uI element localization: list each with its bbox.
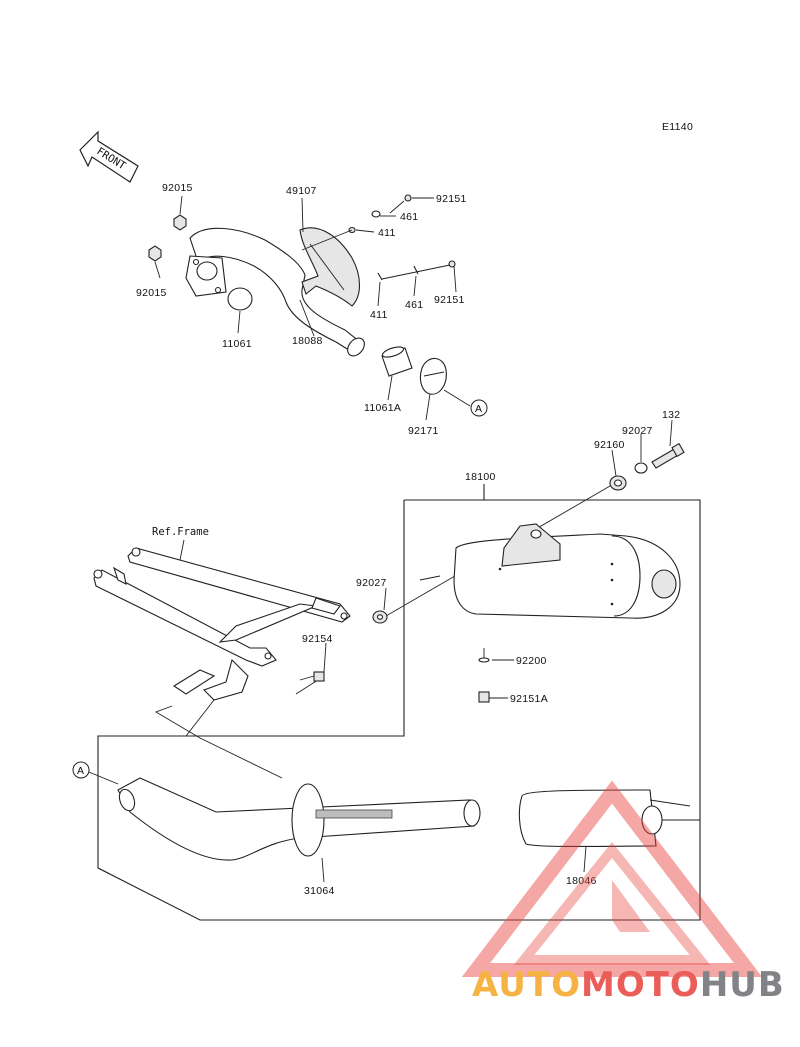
- label-11061A: 11061A: [364, 402, 401, 414]
- nut-92015-top: [173, 214, 187, 231]
- label-92015-bottom: 92015: [136, 287, 167, 299]
- gasket-11061A: [381, 346, 413, 377]
- label-92160: 92160: [594, 439, 625, 451]
- rear-subframe: [93, 539, 351, 701]
- washer-461-bottom: [413, 265, 419, 275]
- connection-lines: [97, 699, 701, 920]
- label-461-top: 461: [400, 211, 418, 223]
- silencer-packing-18046: [518, 789, 700, 873]
- label-92171: 92171: [408, 425, 439, 437]
- collar-92027-top: [634, 462, 648, 474]
- damper-92160: [609, 475, 627, 491]
- label-11061: 11061: [222, 338, 252, 350]
- label-31064: 31064: [304, 885, 335, 897]
- label-92151-bottom: 92151: [434, 294, 465, 306]
- gasket-11061: [227, 287, 253, 311]
- callout-a-upper: A: [470, 399, 488, 417]
- bolt-92151A: [478, 691, 490, 703]
- part-labels: 92015 92015 11061 18088 49107 92151 461 …: [136, 182, 680, 897]
- label-132: 132: [662, 409, 680, 421]
- heat-guard-49107: [299, 227, 361, 307]
- label-18088: 18088: [292, 335, 323, 347]
- watermark-hub: HUB: [700, 965, 785, 1005]
- nut-92015-bottom: [148, 245, 162, 262]
- label-411-bottom: 411: [370, 309, 388, 321]
- bolt-92151-top: [389, 194, 412, 214]
- front-arrow-icon: FRONT: [79, 130, 139, 183]
- label-18046: 18046: [566, 875, 597, 887]
- header-pipe-18088: [185, 227, 365, 357]
- silencer-18100: [419, 523, 681, 619]
- diagram-code: E1140: [662, 121, 693, 133]
- label-461-bottom: 461: [405, 299, 423, 311]
- label-92027-top: 92027: [622, 425, 653, 437]
- label-92200: 92200: [516, 655, 547, 667]
- bolt-132: [651, 442, 685, 469]
- label-92027-mid: 92027: [356, 577, 387, 589]
- label-92151A: 92151A: [510, 693, 548, 705]
- silencer-assembly-frame: [97, 484, 701, 921]
- clamp-92171: [419, 357, 447, 395]
- label-92151-top: 92151: [436, 193, 467, 205]
- bolt-92154: [299, 671, 325, 682]
- callout-a-lower: A: [72, 761, 119, 785]
- label-92154: 92154: [302, 633, 333, 645]
- watermark-triangle-logo: [461, 780, 763, 977]
- label-411-top: 411: [378, 227, 396, 239]
- automotohub-watermark: AUTOMOTOHUB: [461, 780, 785, 1005]
- washer-92200: [478, 657, 490, 663]
- watermark-auto: AUTO: [472, 965, 581, 1005]
- bolt-92151-bottom: [448, 260, 456, 268]
- washer-92027-mid: [372, 610, 388, 624]
- washer-461-top: [371, 210, 381, 218]
- label-92015-top: 92015: [162, 182, 193, 194]
- inner-pipe-31064: [117, 777, 481, 883]
- watermark-moto: MOTO: [581, 965, 700, 1005]
- label-18100: 18100: [465, 471, 496, 483]
- label-ref-frame: Ref.Frame: [152, 526, 209, 538]
- leader-lines-upper: [154, 195, 471, 421]
- label-49107: 49107: [286, 185, 317, 197]
- watermark-text: AUTOMOTOHUB: [472, 965, 785, 1005]
- callout-a-lower-text: A: [77, 765, 84, 777]
- collar-411-bottom: [377, 272, 383, 281]
- callout-a-upper-text: A: [475, 403, 482, 415]
